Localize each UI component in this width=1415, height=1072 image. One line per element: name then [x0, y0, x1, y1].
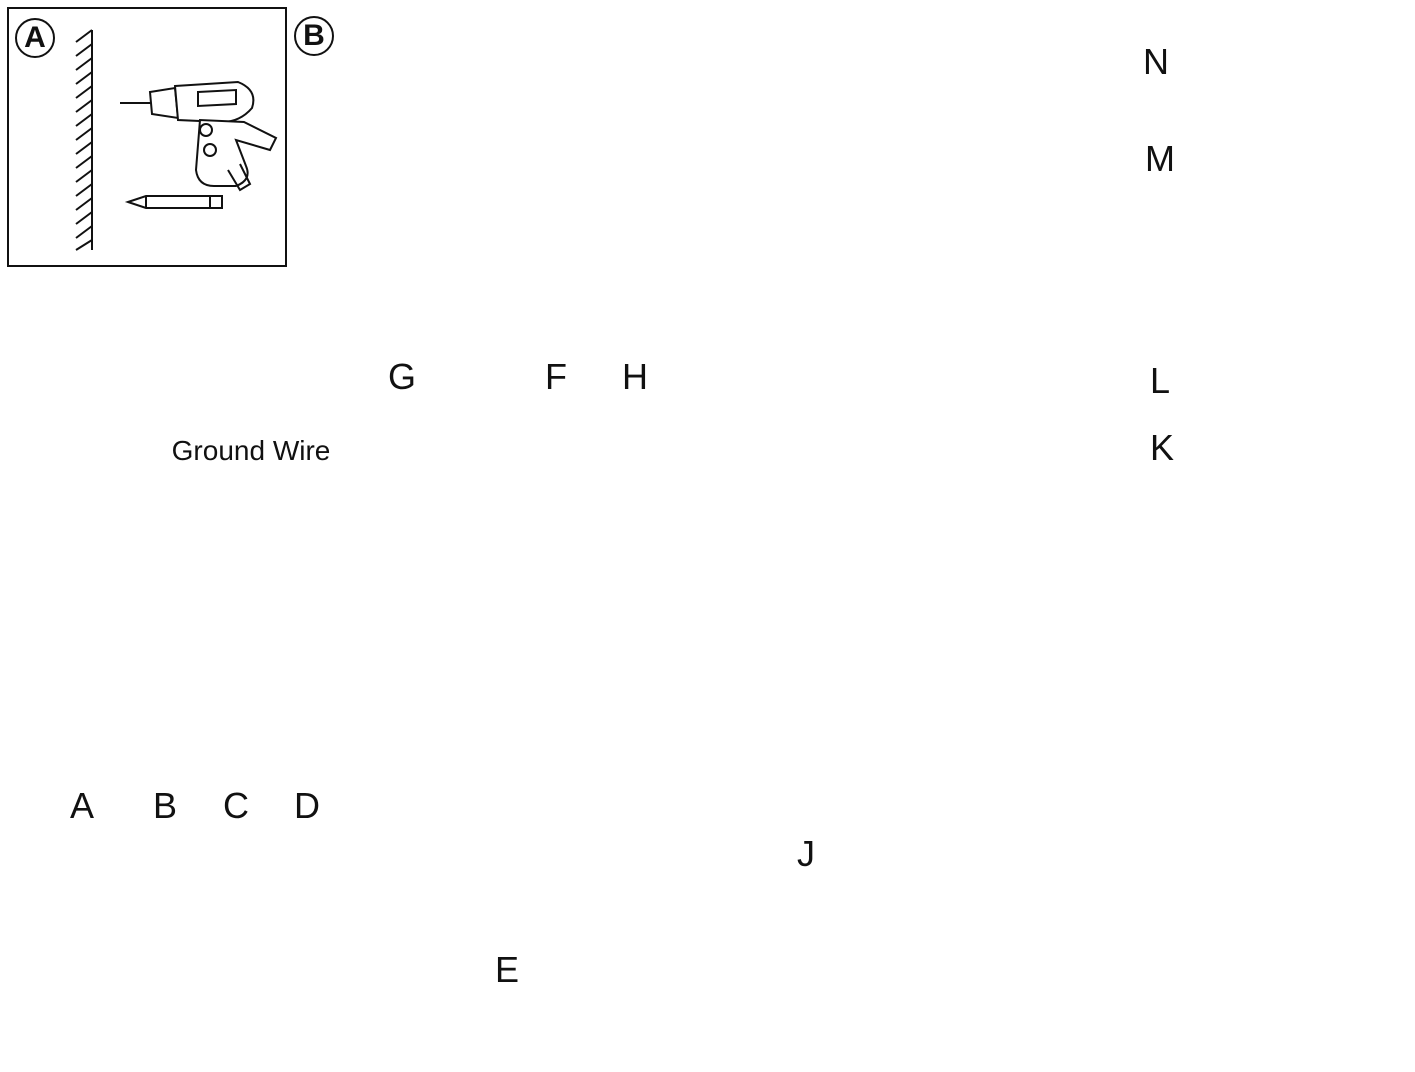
pencil-icon [124, 195, 223, 209]
label-h: H [622, 356, 648, 397]
label-ground-wire: Ground Wire [171, 435, 331, 466]
label-c: C [223, 785, 249, 826]
label-d: D [294, 785, 320, 826]
label-e: E [494, 949, 520, 990]
label-a: A [69, 785, 95, 826]
label-f: F [545, 356, 567, 397]
label-b: B [152, 785, 178, 826]
label-m: M [1145, 138, 1175, 179]
drill-icon [120, 80, 278, 192]
wall-hatch-icon [75, 29, 93, 251]
panel-a-badge: A [15, 18, 55, 58]
label-n: N [1143, 41, 1169, 82]
label-g: G [387, 356, 417, 397]
label-k: K [1149, 427, 1175, 468]
label-j: J [797, 833, 815, 874]
panel-b-badge: B [294, 16, 334, 56]
label-l: L [1149, 360, 1171, 401]
tool-panel-a [7, 7, 287, 267]
